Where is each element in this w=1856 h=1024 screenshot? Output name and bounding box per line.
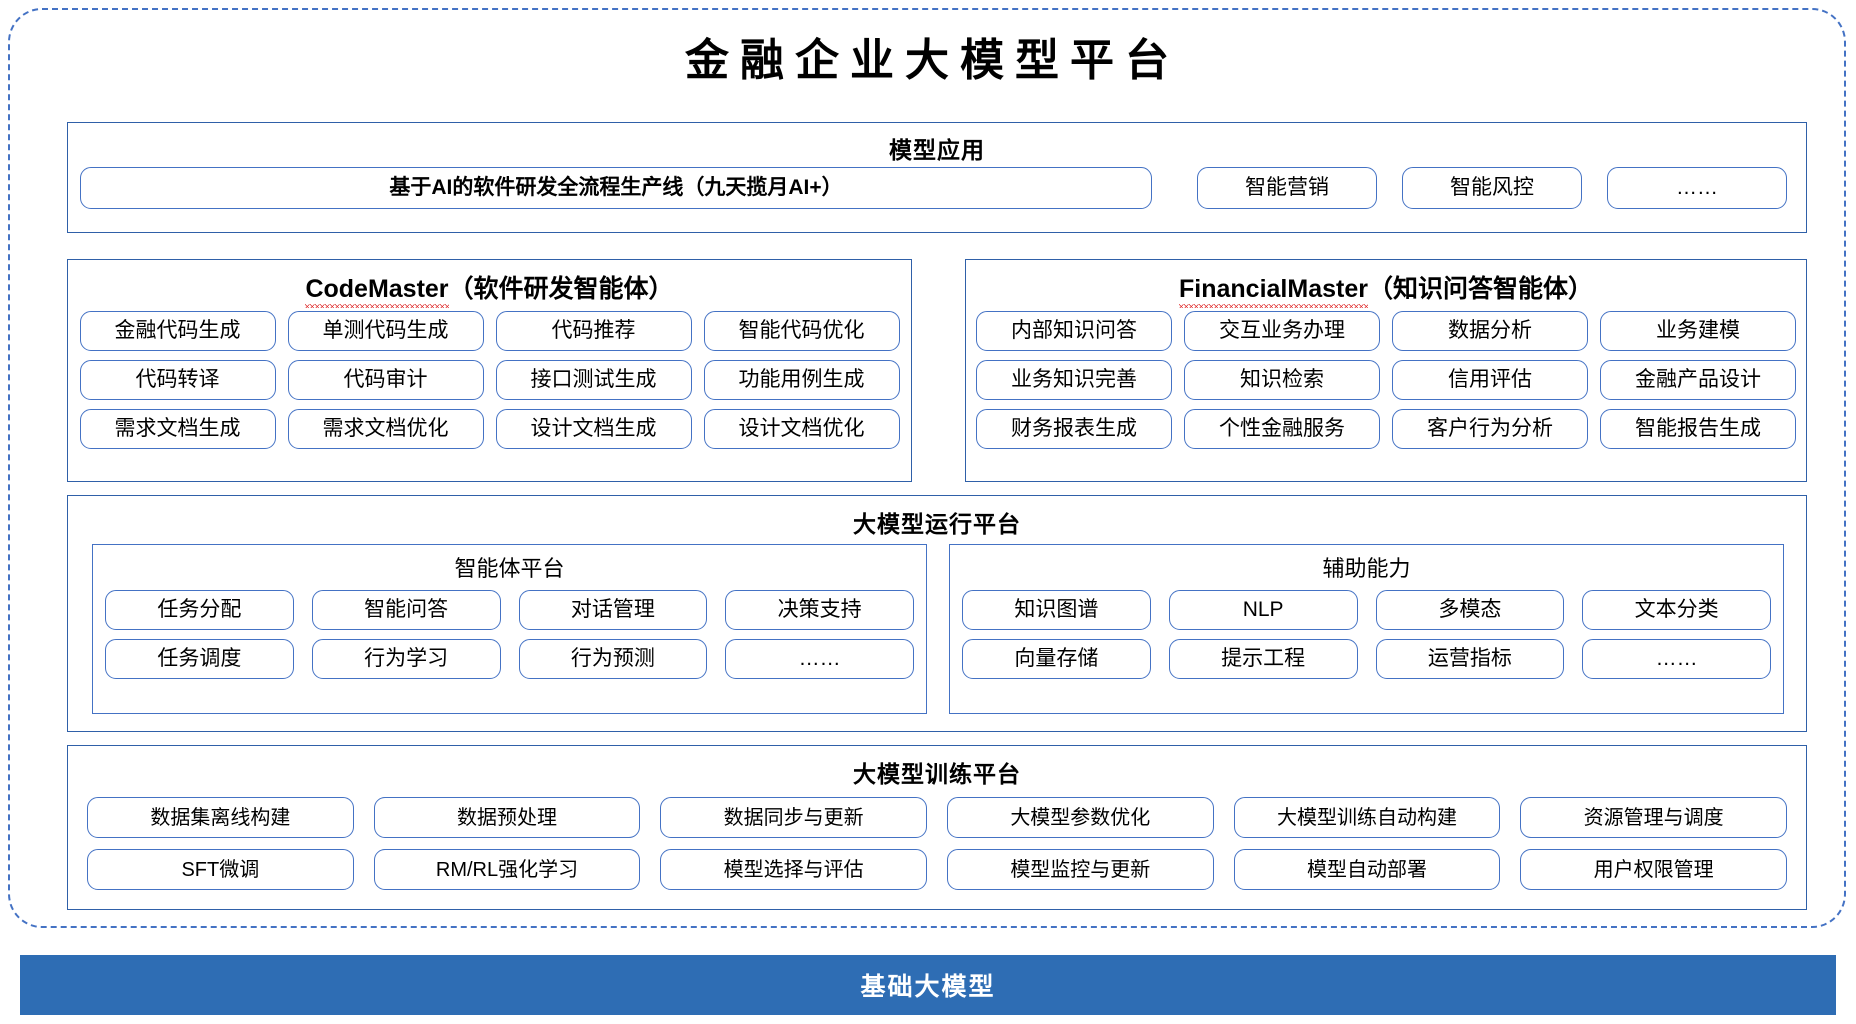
training-platform-title: 大模型训练平台	[853, 761, 1021, 787]
financialmaster-capability[interactable]: 智能报告生成	[1600, 409, 1796, 449]
codemaster-capability[interactable]: 设计文档生成	[495, 409, 692, 449]
codemaster-capability[interactable]: 代码推荐	[495, 311, 692, 351]
training-platform-item[interactable]: 模型选择与评估	[660, 849, 927, 890]
training-platform-item[interactable]: 大模型参数优化	[946, 797, 1214, 838]
codemaster-capability[interactable]: 需求文档优化	[287, 409, 484, 449]
financialmaster-capability[interactable]: 金融产品设计	[1600, 360, 1796, 400]
runtime-platform-panels: 智能体平台 任务分配 智能问答 对话管理 决策支持 任务调度 行为学习 行为预测…	[92, 544, 1784, 714]
app-item-pipeline[interactable]: 基于AI的软件研发全流程生产线（九天揽月AI+）	[80, 167, 1152, 209]
auxiliary-capability-title: 辅助能力	[1322, 556, 1411, 581]
training-platform-grid: 数据集离线构建 数据预处理 数据同步与更新 大模型参数优化 大模型训练自动构建 …	[87, 797, 1787, 890]
training-platform-item[interactable]: 资源管理与调度	[1520, 797, 1787, 838]
agent-platform-item[interactable]: 任务分配	[105, 590, 294, 630]
model-application-section: 模型应用 基于AI的软件研发全流程生产线（九天揽月AI+） 智能营销 智能风控 …	[67, 122, 1807, 233]
auxiliary-capability-grid: 知识图谱 NLP 多模态 文本分类 向量存储 提示工程 运营指标 ……	[962, 590, 1771, 679]
codemaster-capability[interactable]: 单测代码生成	[287, 311, 484, 351]
codemaster-capability-grid: 金融代码生成 单测代码生成 代码推荐 智能代码优化 代码转译 代码审计 接口测试…	[79, 311, 900, 449]
codemaster-capability[interactable]: 设计文档优化	[703, 409, 900, 449]
agent-platform-item[interactable]: 任务调度	[105, 639, 294, 679]
agent-platform-item[interactable]: 智能问答	[311, 590, 501, 630]
runtime-platform-title: 大模型运行平台	[853, 511, 1021, 537]
codemaster-capability[interactable]: 代码转译	[79, 360, 276, 400]
app-item-marketing[interactable]: 智能营销	[1197, 167, 1377, 209]
auxiliary-capability-item[interactable]: NLP	[1168, 590, 1358, 630]
financialmaster-capability[interactable]: 业务知识完善	[976, 360, 1172, 400]
codemaster-capability[interactable]: 智能代码优化	[703, 311, 900, 351]
codemaster-capability[interactable]: 接口测试生成	[495, 360, 692, 400]
financialmaster-capability[interactable]: 交互业务办理	[1184, 311, 1380, 351]
codemaster-name-cn: （软件研发智能体）	[448, 275, 674, 303]
foundation-model-label: 基础大模型	[860, 973, 996, 1001]
codemaster-title: CodeMaster（软件研发智能体）	[68, 269, 911, 308]
codemaster-section: CodeMaster（软件研发智能体） 金融代码生成 单测代码生成 代码推荐 智…	[67, 259, 912, 482]
auxiliary-capability-item-more[interactable]: ……	[1582, 639, 1771, 679]
training-platform-item[interactable]: 用户权限管理	[1520, 849, 1787, 890]
training-platform-item[interactable]: RM/RL强化学习	[373, 849, 641, 890]
agent-platform-item-more[interactable]: ……	[725, 639, 914, 679]
agent-platform-grid: 任务分配 智能问答 对话管理 决策支持 任务调度 行为学习 行为预测 ……	[105, 590, 914, 679]
model-application-items: 基于AI的软件研发全流程生产线（九天揽月AI+） 智能营销 智能风控 ……	[80, 167, 1796, 209]
financialmaster-title: FinancialMaster（知识问答智能体）	[966, 269, 1806, 308]
financialmaster-capability[interactable]: 内部知识问答	[976, 311, 1172, 351]
training-platform-item[interactable]: 模型监控与更新	[946, 849, 1214, 890]
auxiliary-capability-item[interactable]: 文本分类	[1582, 590, 1771, 630]
financialmaster-capability[interactable]: 客户行为分析	[1392, 409, 1588, 449]
codemaster-capability[interactable]: 金融代码生成	[79, 311, 276, 351]
auxiliary-capability-item[interactable]: 提示工程	[1168, 639, 1358, 679]
training-platform-item[interactable]: 数据集离线构建	[87, 797, 354, 838]
agent-platform-item[interactable]: 对话管理	[518, 590, 708, 630]
runtime-platform-section: 大模型运行平台 智能体平台 任务分配 智能问答 对话管理 决策支持 任务调度 行…	[67, 495, 1807, 732]
foundation-model-bar: 基础大模型	[20, 955, 1836, 1015]
page-title: 金融企业大模型平台	[685, 36, 1180, 85]
training-platform-item[interactable]: 数据同步与更新	[660, 797, 927, 838]
training-platform-section: 大模型训练平台 数据集离线构建 数据预处理 数据同步与更新 大模型参数优化 大模…	[67, 745, 1807, 910]
app-item-more[interactable]: ……	[1607, 167, 1787, 209]
training-platform-item[interactable]: SFT微调	[87, 849, 354, 890]
agent-platform-title: 智能体平台	[454, 556, 565, 581]
auxiliary-capability-panel: 辅助能力 知识图谱 NLP 多模态 文本分类 向量存储 提示工程 运营指标 ……	[949, 544, 1784, 714]
financialmaster-name-cn: （知识问答智能体）	[1367, 275, 1593, 303]
financialmaster-section: FinancialMaster（知识问答智能体） 内部知识问答 交互业务办理 数…	[965, 259, 1807, 482]
financialmaster-name-en: FinancialMaster	[1179, 275, 1368, 308]
app-item-riskcontrol[interactable]: 智能风控	[1402, 167, 1582, 209]
codemaster-capability[interactable]: 需求文档生成	[79, 409, 276, 449]
training-platform-item[interactable]: 数据预处理	[373, 797, 641, 838]
financialmaster-capability[interactable]: 业务建模	[1600, 311, 1796, 351]
agent-platform-panel: 智能体平台 任务分配 智能问答 对话管理 决策支持 任务调度 行为学习 行为预测…	[92, 544, 927, 714]
financialmaster-capability[interactable]: 数据分析	[1392, 311, 1588, 351]
agent-platform-item[interactable]: 行为预测	[518, 639, 708, 679]
financialmaster-capability-grid: 内部知识问答 交互业务办理 数据分析 业务建模 业务知识完善 知识检索 信用评估…	[976, 311, 1796, 449]
agent-platform-item[interactable]: 决策支持	[725, 590, 914, 630]
training-platform-item[interactable]: 大模型训练自动构建	[1233, 797, 1501, 838]
training-platform-item[interactable]: 模型自动部署	[1233, 849, 1501, 890]
platform-frame: 金融企业大模型平台 模型应用 基于AI的软件研发全流程生产线（九天揽月AI+） …	[8, 8, 1846, 928]
auxiliary-capability-item[interactable]: 知识图谱	[962, 590, 1151, 630]
auxiliary-capability-item[interactable]: 向量存储	[962, 639, 1151, 679]
codemaster-name-en: CodeMaster	[305, 275, 449, 308]
financialmaster-capability[interactable]: 知识检索	[1184, 360, 1380, 400]
codemaster-capability[interactable]: 功能用例生成	[703, 360, 900, 400]
financialmaster-capability[interactable]: 财务报表生成	[976, 409, 1172, 449]
agent-platform-item[interactable]: 行为学习	[311, 639, 501, 679]
codemaster-capability[interactable]: 代码审计	[287, 360, 484, 400]
financialmaster-capability[interactable]: 个性金融服务	[1184, 409, 1380, 449]
auxiliary-capability-item[interactable]: 多模态	[1375, 590, 1565, 630]
financialmaster-capability[interactable]: 信用评估	[1392, 360, 1588, 400]
auxiliary-capability-item[interactable]: 运营指标	[1375, 639, 1565, 679]
model-application-title: 模型应用	[889, 137, 985, 163]
